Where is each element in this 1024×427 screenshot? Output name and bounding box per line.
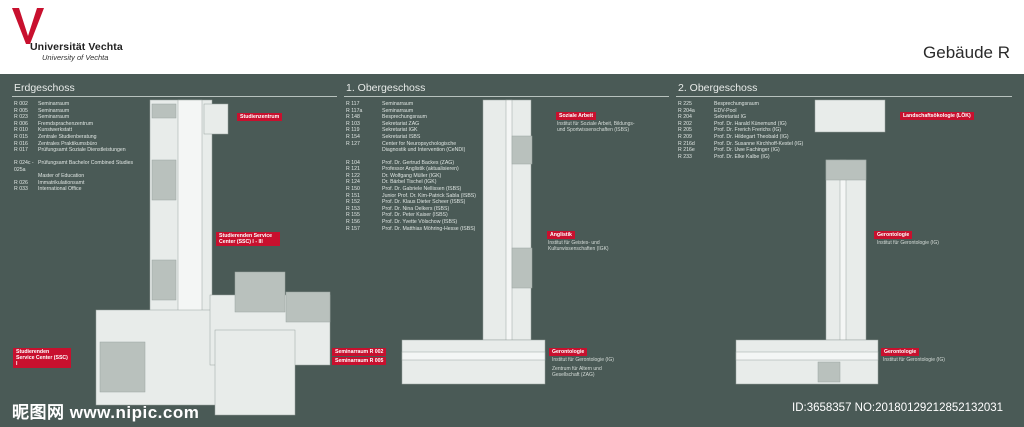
watermark-left: 昵图网 www.nipic.com bbox=[12, 403, 200, 422]
divider bbox=[12, 96, 337, 97]
label-studienzentrum: Studienzentrum bbox=[237, 113, 283, 121]
label-zag-sub: Zentrum für Altern und Gesellschaft (ZAG… bbox=[552, 366, 602, 378]
header-bar: Universität Vechta University of Vechta … bbox=[0, 0, 1024, 74]
label-soziale-arbeit: Soziale Arbeit bbox=[556, 112, 597, 120]
label-anglistik: Anglistik bbox=[547, 231, 575, 239]
label-gerontologie-second: Gerontologie bbox=[874, 231, 913, 239]
label-gerontologie-first-sub: Institut für Gerontologie (IG) bbox=[552, 357, 614, 363]
label-seminarraum-r002: Seminarraum R 002 bbox=[332, 348, 387, 356]
watermark-right: ID:3658357 NO:20180129212852132031 bbox=[792, 402, 1004, 414]
floor-title-first: 1. Obergeschoss bbox=[346, 82, 426, 94]
label-seminarraum-r005: Seminarraum R 005 bbox=[332, 357, 387, 365]
first-floor-plan bbox=[401, 99, 546, 385]
floor-title-second: 2. Obergeschoss bbox=[678, 82, 758, 94]
label-soziale-arbeit-sub: Institut für Soziale Arbeit, Bildungs- u… bbox=[557, 121, 635, 133]
divider bbox=[676, 96, 1012, 97]
second-floor-plan bbox=[735, 99, 886, 385]
label-gerontologie-first: Gerontologie bbox=[549, 348, 588, 356]
label-gerontologie-bottom: Gerontologie bbox=[881, 348, 920, 356]
label-gerontologie-bottom-sub: Institut für Gerontologie (IG) bbox=[883, 357, 945, 363]
university-subtitle: University of Vechta bbox=[42, 53, 109, 62]
label-landschaftsoekologie: Landschaftsökologie (LÖK) bbox=[900, 112, 974, 120]
divider bbox=[344, 96, 669, 97]
label-anglistik-sub: Institut für Geistes- und Kulturwissensc… bbox=[548, 240, 609, 252]
list-item: Master of Education bbox=[38, 173, 85, 180]
label-gerontologie-second-sub: Institut für Gerontologie (IG) bbox=[877, 240, 939, 246]
label-ssc-i: Studierenden Service Center (SSC) I bbox=[13, 348, 71, 368]
university-logo-icon bbox=[12, 8, 44, 44]
floor-title-ground: Erdgeschoss bbox=[14, 82, 75, 94]
university-name: Universität Vechta bbox=[30, 41, 123, 53]
label-ssc-i-iii: Studierenden Service Center (SSC) I - II… bbox=[216, 232, 280, 246]
building-title: Gebäude R bbox=[923, 43, 1010, 62]
ground-floor-plan bbox=[95, 99, 331, 416]
